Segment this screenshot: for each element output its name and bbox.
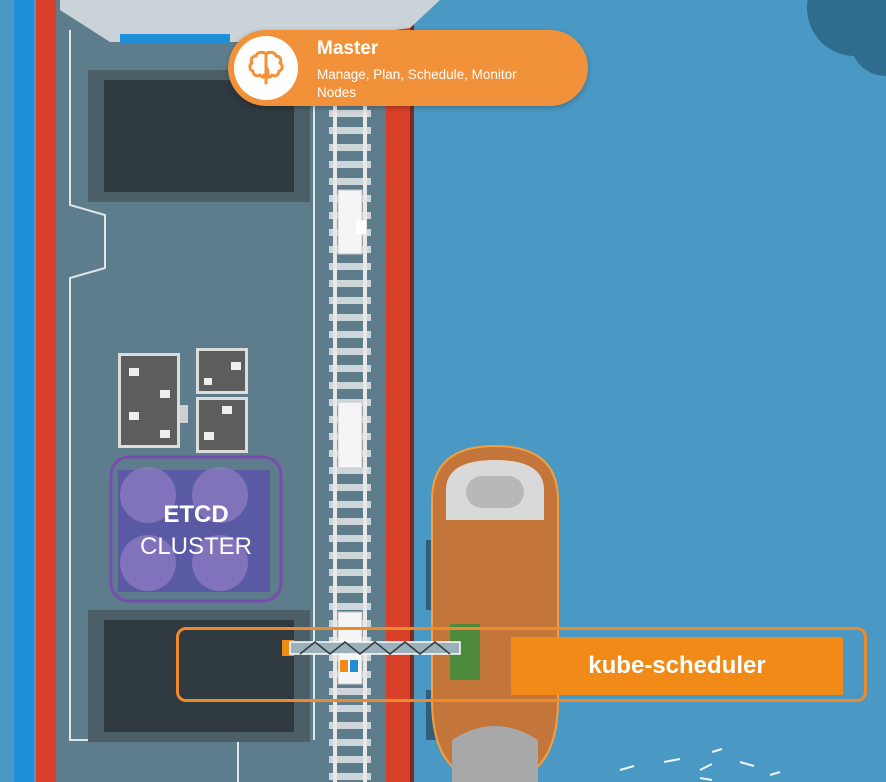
rail-tie [329, 331, 371, 338]
rail-tie [329, 144, 371, 151]
warehouse-top [88, 70, 310, 202]
rail-tie [329, 297, 371, 304]
edge-strip-blue [14, 0, 34, 782]
rail-tie [329, 348, 371, 355]
tree-canopy [807, 0, 886, 76]
rail-tie [329, 552, 371, 559]
rail-tie [329, 314, 371, 321]
warehouse-bottom [88, 610, 310, 742]
rail-tie [329, 688, 371, 695]
water-ripples [619, 748, 781, 781]
rail-tie [329, 263, 371, 270]
rail-tie [329, 178, 371, 185]
brain-icon [234, 36, 298, 100]
etcd-cluster-label: ETCD CLUSTER [112, 498, 280, 564]
rail-tie [329, 603, 371, 610]
crane-arm [282, 640, 461, 656]
rail-tie [329, 739, 371, 746]
rail-tie [329, 586, 371, 593]
master-title: Master [317, 38, 379, 59]
rail-tie [329, 280, 371, 287]
rail-tie [329, 569, 371, 576]
rail-tie [329, 467, 371, 474]
rail-tie [329, 382, 371, 389]
rail-tie [329, 535, 371, 542]
rail-tie [329, 161, 371, 168]
rail-tie [329, 722, 371, 729]
rail-tie [329, 365, 371, 372]
master-subtitle: Manage, Plan, Schedule, Monitor Nodes [317, 67, 517, 100]
etcd-subtitle: CLUSTER [139, 533, 253, 560]
small-buildings [118, 348, 248, 453]
edge-strip-red [36, 0, 56, 782]
rail-tie [329, 127, 371, 134]
rail-tie [329, 110, 371, 117]
rail-tie [329, 756, 371, 763]
rail-tie [329, 705, 371, 712]
scheduler-highlight-frame [176, 627, 867, 702]
rail-tie [329, 518, 371, 525]
rail-tie [329, 773, 371, 780]
etcd-cluster-graphic [109, 455, 283, 603]
rail-tie [329, 484, 371, 491]
master-callout: Master Manage, Plan, Schedule, Monitor N… [228, 30, 588, 106]
rail-tie [329, 501, 371, 508]
etcd-title: ETCD [163, 501, 229, 528]
boat [426, 444, 559, 782]
scheduler-label: kube-scheduler [511, 637, 843, 695]
